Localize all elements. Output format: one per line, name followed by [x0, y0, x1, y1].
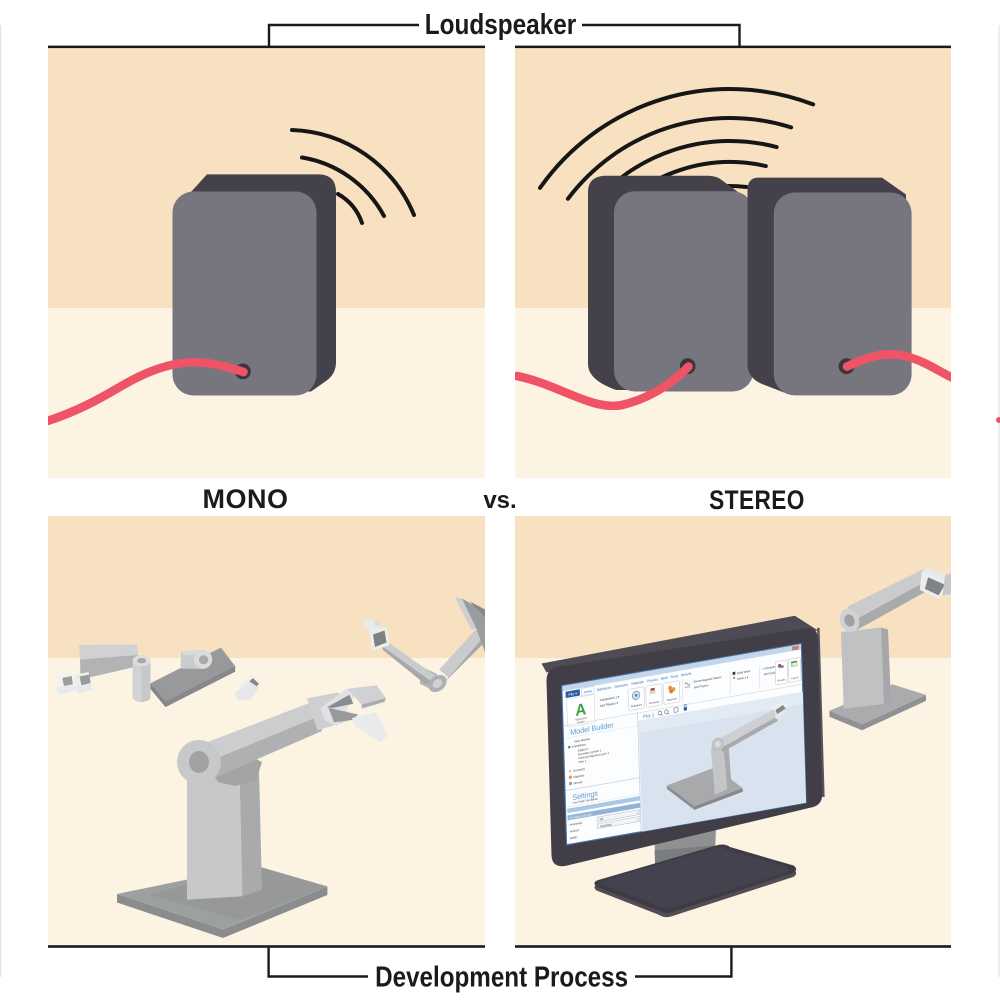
- svg-text:Settings: Settings: [572, 788, 598, 802]
- svg-text:Results: Results: [777, 677, 786, 683]
- svg-text:Perfectly Matched Layer 1: Perfectly Matched Layer 1: [578, 751, 609, 761]
- svg-text:Add Physics: Add Physics: [694, 683, 709, 690]
- svg-text:Explicit 1: Explicit 1: [578, 747, 589, 753]
- svg-text:Development Process: Development Process: [375, 960, 628, 993]
- svg-text:Main Window: Main Window: [574, 737, 591, 744]
- svg-text:Add Physics ▾: Add Physics ▾: [600, 701, 619, 708]
- svg-text:Home: Home: [584, 689, 593, 695]
- svg-text:Λ: Λ: [569, 769, 572, 774]
- svg-text:▾: ▾: [637, 812, 638, 815]
- svg-text:Add Study: Add Study: [764, 670, 777, 676]
- svg-text:Geometry: Geometry: [614, 682, 628, 689]
- svg-text:Definitions: Definitions: [631, 702, 643, 708]
- svg-text:STEREO: STEREO: [709, 485, 805, 515]
- svg-text:Geometry: Geometry: [649, 699, 660, 705]
- svg-text:▾ Definitions: ▾ Definitions: [572, 742, 587, 749]
- svg-text:Electromagnetic Waves: Electromagnetic Waves: [694, 675, 723, 684]
- svg-text:Materials: Materials: [573, 773, 584, 779]
- svg-text:Automatic: Automatic: [600, 822, 613, 828]
- svg-text:• Far-Field Calculation: • Far-Field Calculation: [572, 796, 599, 805]
- svg-text:Study: Study: [670, 674, 678, 680]
- svg-text:Loudspeaker: Loudspeaker: [425, 8, 577, 40]
- svg-text:Vertical:: Vertical:: [570, 828, 580, 834]
- svg-text:Mesh: Mesh: [661, 675, 669, 680]
- svg-text:Fill: Fill: [600, 817, 604, 822]
- svg-text:File ▾: File ▾: [568, 691, 577, 697]
- svg-text:Application: Application: [575, 715, 588, 721]
- svg-text:Results: Results: [681, 671, 692, 677]
- svg-text:Materials: Materials: [667, 696, 678, 702]
- svg-text:▾ Position and Size: ▾ Position and Size: [569, 812, 592, 820]
- svg-text:Layout: Layout: [791, 675, 799, 680]
- svg-text:Geometry: Geometry: [573, 767, 585, 773]
- svg-text:Physics: Physics: [647, 677, 658, 683]
- svg-text:Horizontal:: Horizontal:: [570, 820, 583, 826]
- svg-text:Component 1 ▾: Component 1 ▾: [600, 695, 620, 703]
- svg-text:Builder: Builder: [577, 719, 585, 724]
- svg-text:Mesh 1 ▾: Mesh 1 ▾: [737, 675, 748, 681]
- svg-text:MONO: MONO: [203, 484, 289, 514]
- svg-text:▾: ▾: [637, 819, 638, 822]
- svg-text:A: A: [575, 701, 587, 721]
- svg-text:Plot 1: Plot 1: [643, 712, 655, 719]
- svg-text:Build Mesh: Build Mesh: [737, 669, 751, 676]
- svg-text:WAVE: WAVE: [685, 685, 691, 689]
- svg-text:= Compute: = Compute: [762, 664, 776, 671]
- svg-text:Boundary System 1: Boundary System 1: [578, 748, 602, 756]
- svg-text:Width:: Width:: [570, 835, 578, 840]
- svg-text:Definitions: Definitions: [597, 685, 612, 692]
- svg-text:vs.: vs.: [483, 487, 516, 514]
- svg-text:Materials: Materials: [631, 680, 644, 686]
- svg-text:Results: Results: [574, 780, 584, 786]
- svg-text:View 1: View 1: [578, 759, 586, 765]
